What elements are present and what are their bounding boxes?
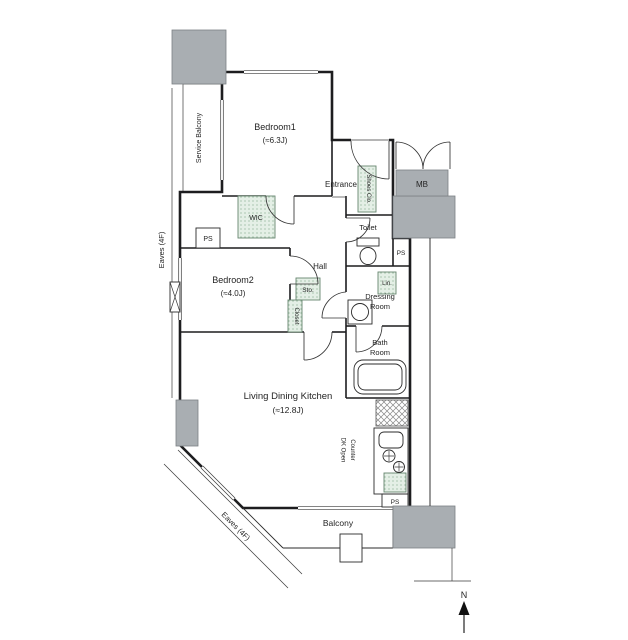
linen-box: [377, 271, 397, 295]
bedroom1-label: Bedroom1: [254, 122, 296, 132]
refrigerator-space: [375, 399, 409, 427]
dressing-room-label-line2: Room: [370, 302, 390, 311]
concrete-block-top-left: [171, 29, 227, 85]
bedroom2-label: Bedroom2: [212, 275, 254, 285]
hall-label: Hall: [313, 262, 327, 271]
meter-box: [395, 169, 449, 197]
toilet-door: [345, 217, 371, 243]
linen-label: Lin.: [382, 281, 392, 287]
eaves-label-left: Eaves (4F): [157, 231, 166, 268]
pipe-space-left-box: [195, 227, 221, 249]
eaves-line-diagonal-1: [177, 449, 303, 575]
bedroom2-door: [289, 255, 319, 285]
storage-label: Sto.: [302, 287, 314, 294]
ps-label-3: PS: [391, 499, 400, 506]
ldk-door: [303, 331, 333, 361]
entrance-opening: [332, 138, 389, 198]
kitchen-storage-box: [383, 472, 407, 493]
north-arrow-head: [458, 601, 470, 615]
dressing-room-door: [321, 291, 347, 319]
counter-label-line2: DK Open: [340, 438, 346, 463]
bath-door: [355, 325, 383, 353]
mb-door-right: [422, 141, 451, 170]
mb-door-left: [395, 141, 424, 170]
north-compass: N: [458, 590, 470, 633]
entrance-label: Entrance: [325, 180, 358, 189]
ldk-label: Living Dining Kitchen: [244, 391, 333, 402]
eaves-line-diagonal-2: [163, 463, 289, 589]
boundary-lines: [414, 548, 471, 582]
exterior-wall: [178, 70, 412, 510]
kitchen-fixtures: [373, 399, 409, 495]
concrete-block-right-bottom: [392, 505, 456, 549]
stove-burner-1: [382, 449, 396, 463]
bath-room-label-line2: Room: [370, 348, 390, 357]
north-label: N: [461, 590, 468, 600]
wic-label: WIC: [249, 215, 263, 222]
wic-box: [237, 195, 276, 239]
bedroom2-size: (≈4.0J): [221, 289, 246, 298]
eaves-lines: [163, 88, 303, 589]
dressing-room-label-line1: Dressing: [365, 292, 395, 301]
mb-label: MB: [416, 180, 428, 189]
storage-box: [295, 277, 321, 301]
door-swings: [265, 140, 451, 361]
concrete-block-left: [175, 399, 199, 447]
kitchen-counter: [373, 427, 409, 495]
ps-label-1: PS: [203, 236, 213, 243]
shoes-closet-box: [357, 165, 377, 213]
eaves-label-bottom: Eaves (4F): [220, 510, 253, 543]
concrete-block-right-top: [392, 195, 456, 239]
toilet-label: Toilet: [359, 223, 377, 232]
counter-label-line1: Counter: [349, 439, 355, 460]
service-balcony-label: Service Balcony: [196, 112, 203, 163]
shoes-closet-label: Shoes Clo.: [365, 174, 371, 204]
balcony-railing: [242, 507, 394, 549]
entrance-door: [350, 140, 390, 180]
closet-box: [287, 299, 303, 333]
bathtub-fixture: [353, 359, 407, 395]
counter-label: Counter DK Open: [340, 438, 356, 463]
ldk-size: (≈12.8J): [272, 405, 303, 415]
stove-burner-2: [393, 461, 405, 473]
ps-label-2: PS: [397, 250, 406, 257]
washbasin-fixture: [347, 299, 373, 325]
bedroom1-door: [265, 195, 295, 225]
closet-label: Closet: [293, 307, 299, 324]
kitchen-sink: [378, 431, 404, 449]
balcony-label: Balcony: [323, 518, 354, 528]
bath-room-label-line1: Bath: [372, 338, 387, 347]
bedroom1-size: (≈6.3J): [263, 136, 288, 145]
toilet-fixture: [356, 237, 380, 265]
water-heater-box: [339, 533, 363, 563]
